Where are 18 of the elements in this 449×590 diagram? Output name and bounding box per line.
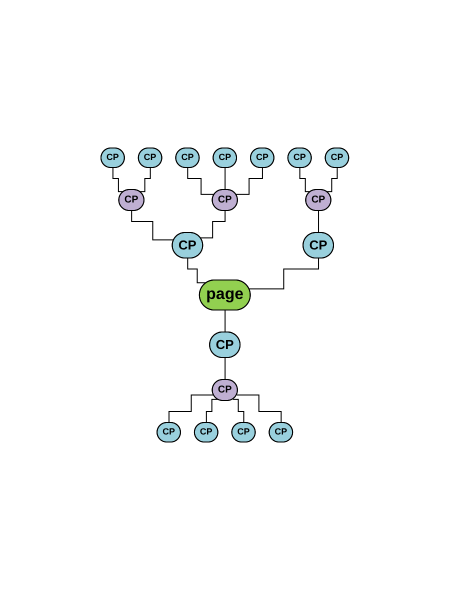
connector (224, 168, 226, 190)
connector (112, 168, 124, 192)
connector (326, 168, 338, 192)
connector (186, 168, 215, 195)
connector (200, 210, 226, 238)
connector (224, 310, 226, 333)
connector (299, 168, 312, 192)
connector (318, 210, 319, 234)
connector (168, 394, 214, 424)
connector (224, 358, 226, 380)
connector (235, 168, 263, 195)
connector (248, 258, 319, 290)
connector (232, 398, 244, 424)
connector (186, 258, 208, 284)
connector (138, 168, 151, 192)
connector (206, 398, 218, 424)
connector (236, 394, 282, 424)
connector (130, 210, 174, 240)
